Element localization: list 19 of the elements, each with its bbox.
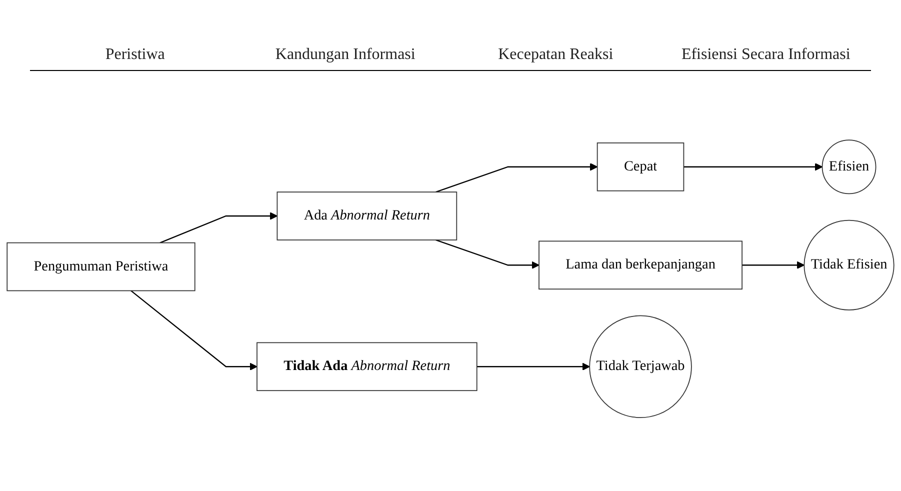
node-box: Pengumuman Peristiwa — [6, 242, 196, 291]
node-circle: Tidak Efisien — [804, 220, 894, 310]
arrow — [436, 239, 540, 269]
node-box: Lama dan berkepanjangan — [538, 240, 742, 290]
node-box: Tidak Ada Abnormal Return — [256, 342, 478, 391]
arrow — [742, 260, 805, 269]
node-box: Cepat — [596, 142, 684, 191]
arrow — [684, 162, 823, 170]
column-heading: Peristiwa — [104, 46, 166, 65]
arrow — [476, 362, 590, 370]
node-circle: Tidak Terjawab — [589, 314, 692, 418]
column-heading: Efisiensi Secara Informasi — [680, 46, 852, 65]
column-heading: Kecepatan Reaksi — [497, 46, 614, 65]
column-heading: Kandungan Informasi — [274, 46, 416, 65]
arrow — [160, 212, 278, 243]
node-box: Ada Abnormal Return — [276, 191, 458, 240]
arrow — [130, 290, 258, 370]
node-circle: Efisien — [822, 139, 876, 194]
arrow — [436, 162, 598, 192]
